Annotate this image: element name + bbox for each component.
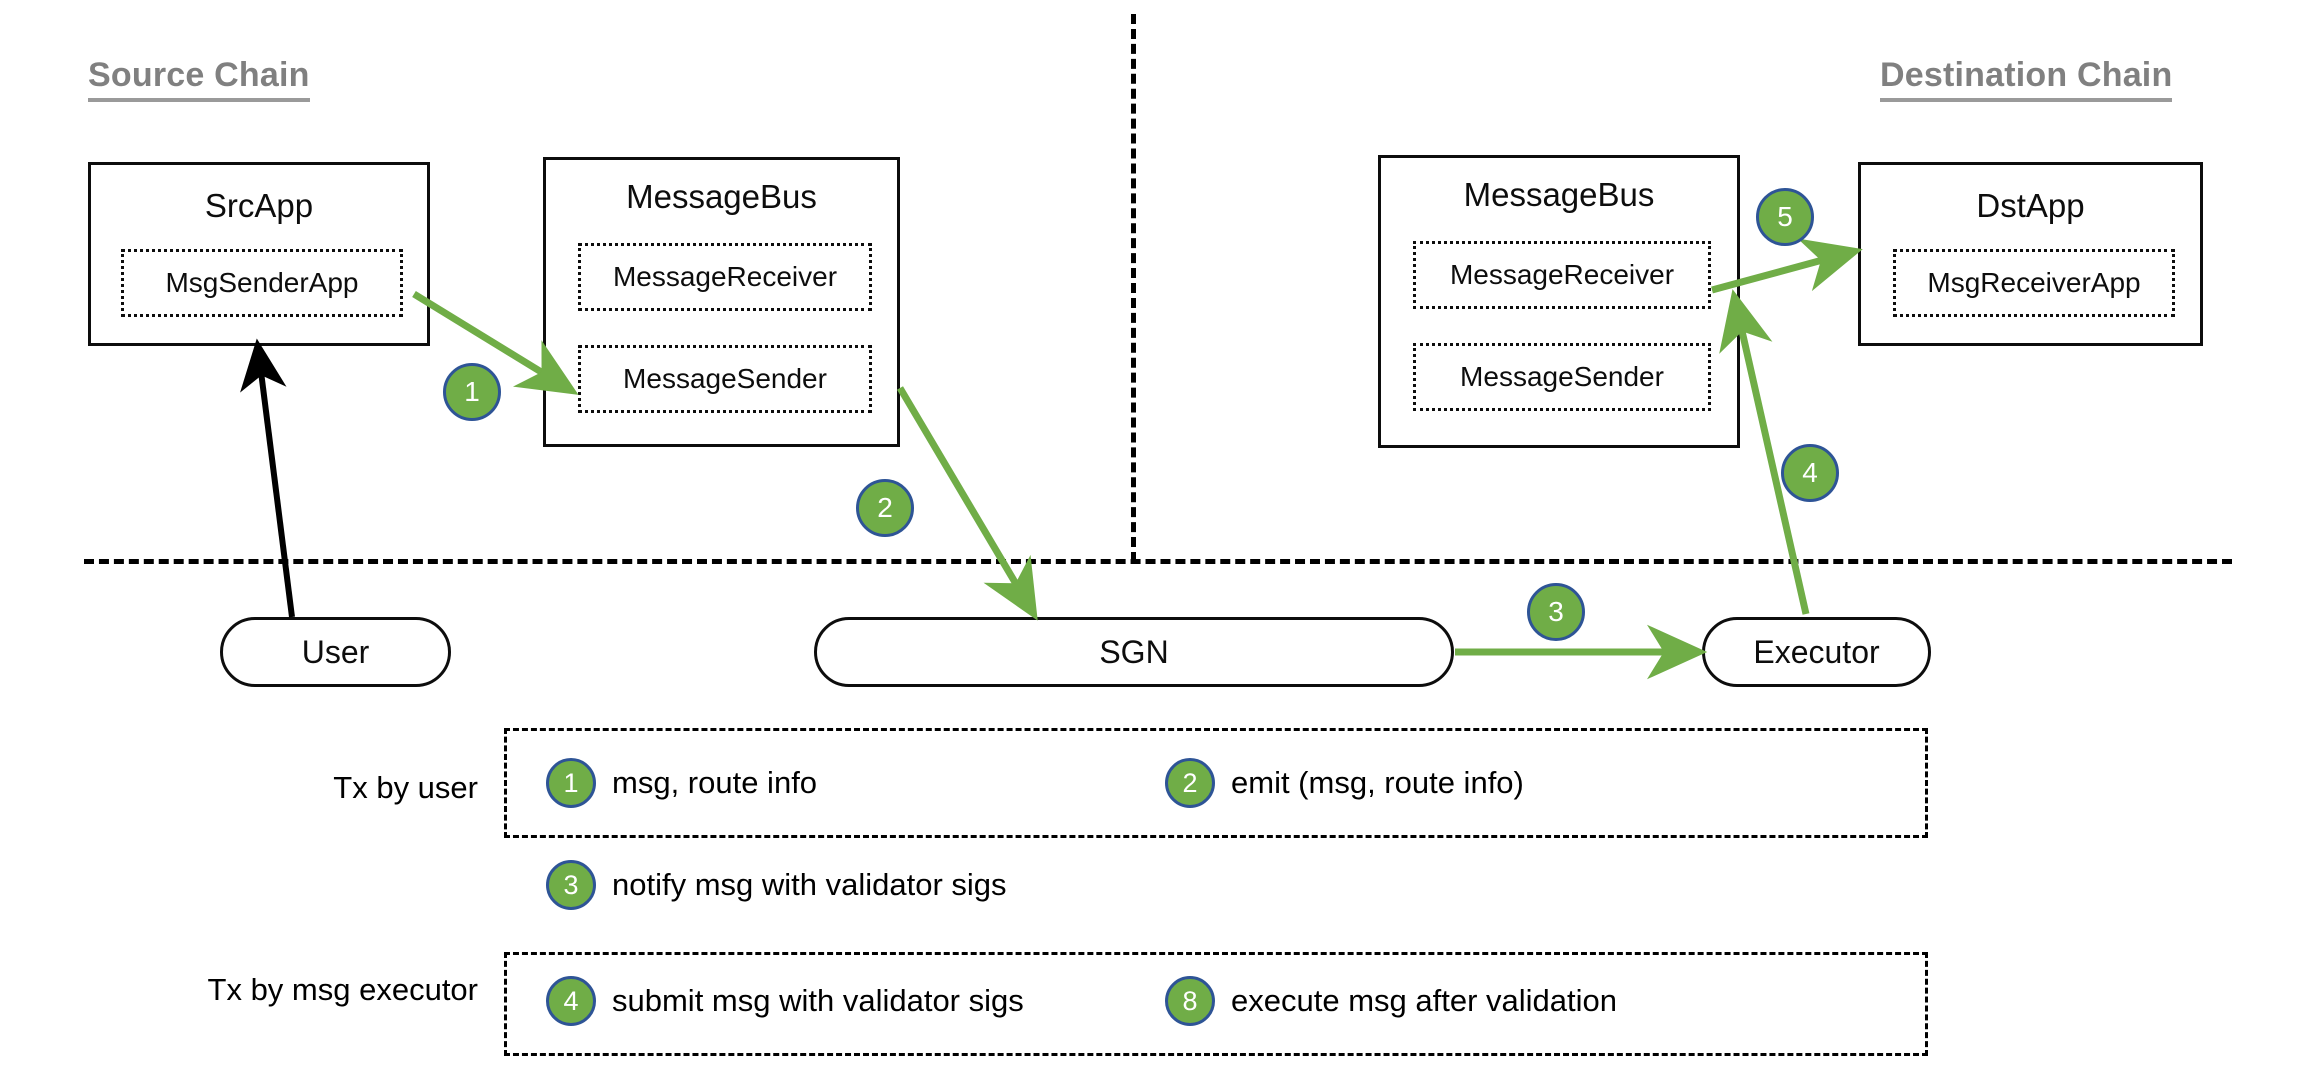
legend-box-tx-by-user	[504, 728, 1928, 838]
chain-separator-vertical	[1131, 14, 1136, 562]
inner-msg-sender-app-label: MsgSenderApp	[165, 267, 359, 298]
legend-text-3: notify msg with validator sigs	[612, 867, 1007, 902]
node-executor-label: Executor	[1753, 633, 1880, 670]
node-dst-app-title: DstApp	[1976, 187, 2085, 224]
legend-text-8: execute msg after validation	[1231, 983, 1617, 1018]
inner-dst-message-sender[interactable]: MessageSender	[1413, 343, 1711, 411]
node-src-message-bus[interactable]: MessageBus MessageReceiver MessageSender	[543, 157, 900, 447]
legend-row-label-tx-by-user: Tx by user	[333, 770, 478, 805]
inner-dst-message-receiver-label: MessageReceiver	[1449, 259, 1675, 290]
inner-dst-message-sender-label: MessageSender	[1460, 361, 1664, 392]
legend-item-2[interactable]: 2 emit (msg, route info)	[1165, 758, 1524, 808]
legend-item-3[interactable]: 3 notify msg with validator sigs	[546, 860, 1007, 910]
legend-badge-1: 1	[546, 758, 596, 808]
node-executor[interactable]: Executor	[1702, 617, 1931, 687]
node-dst-message-bus[interactable]: MessageBus MessageReceiver MessageSender	[1378, 155, 1740, 448]
flow-badge-5[interactable]: 5	[1756, 188, 1814, 246]
inner-msg-receiver-app-label: MsgReceiverApp	[1927, 267, 2141, 298]
legend-text-1: msg, route info	[612, 765, 818, 800]
node-dst-app[interactable]: DstApp MsgReceiverApp	[1858, 162, 2203, 346]
legend-item-4[interactable]: 4 submit msg with validator sigs	[546, 976, 1024, 1026]
node-user-label: User	[301, 633, 370, 670]
legend-item-1[interactable]: 1 msg, route info	[546, 758, 817, 808]
inner-msg-receiver-app[interactable]: MsgReceiverApp	[1893, 249, 2175, 317]
legend-row-label-tx-by-msg-executor: Tx by msg executor	[207, 972, 478, 1007]
onchain-offchain-separator	[84, 559, 2232, 564]
flow-badge-2[interactable]: 2	[856, 479, 914, 537]
legend-badge-3: 3	[546, 860, 596, 910]
inner-src-message-sender[interactable]: MessageSender	[578, 345, 872, 413]
legend-text-4: submit msg with validator sigs	[612, 983, 1024, 1018]
legend-item-8[interactable]: 8 execute msg after validation	[1165, 976, 1617, 1026]
legend-text-2: emit (msg, route info)	[1231, 765, 1524, 800]
node-user[interactable]: User	[220, 617, 451, 687]
inner-src-message-receiver[interactable]: MessageReceiver	[578, 243, 872, 311]
legend-badge-2: 2	[1165, 758, 1215, 808]
node-sgn[interactable]: SGN	[814, 617, 1454, 687]
destination-chain-heading: Destination Chain	[1880, 57, 2173, 102]
legend-badge-8: 8	[1165, 976, 1215, 1026]
legend-badge-4: 4	[546, 976, 596, 1026]
source-chain-heading: Source Chain	[88, 57, 310, 102]
node-dst-message-bus-title: MessageBus	[1463, 176, 1655, 213]
flow-badge-3[interactable]: 3	[1527, 583, 1585, 641]
node-src-app-title: SrcApp	[204, 187, 314, 224]
inner-dst-message-receiver[interactable]: MessageReceiver	[1413, 241, 1711, 309]
arrow-flow-2	[896, 386, 1038, 621]
legend-box-tx-by-msg-executor	[504, 952, 1928, 1056]
node-sgn-label: SGN	[1099, 633, 1169, 670]
inner-src-message-receiver-label: MessageReceiver	[612, 261, 838, 292]
inner-msg-sender-app[interactable]: MsgSenderApp	[121, 249, 403, 317]
node-src-app[interactable]: SrcApp MsgSenderApp	[88, 162, 430, 346]
flow-badge-1[interactable]: 1	[443, 363, 501, 421]
arrow-user-to-src-app	[240, 338, 295, 618]
node-src-message-bus-title: MessageBus	[626, 178, 817, 215]
flow-badge-4[interactable]: 4	[1781, 444, 1839, 502]
inner-src-message-sender-label: MessageSender	[623, 363, 827, 394]
